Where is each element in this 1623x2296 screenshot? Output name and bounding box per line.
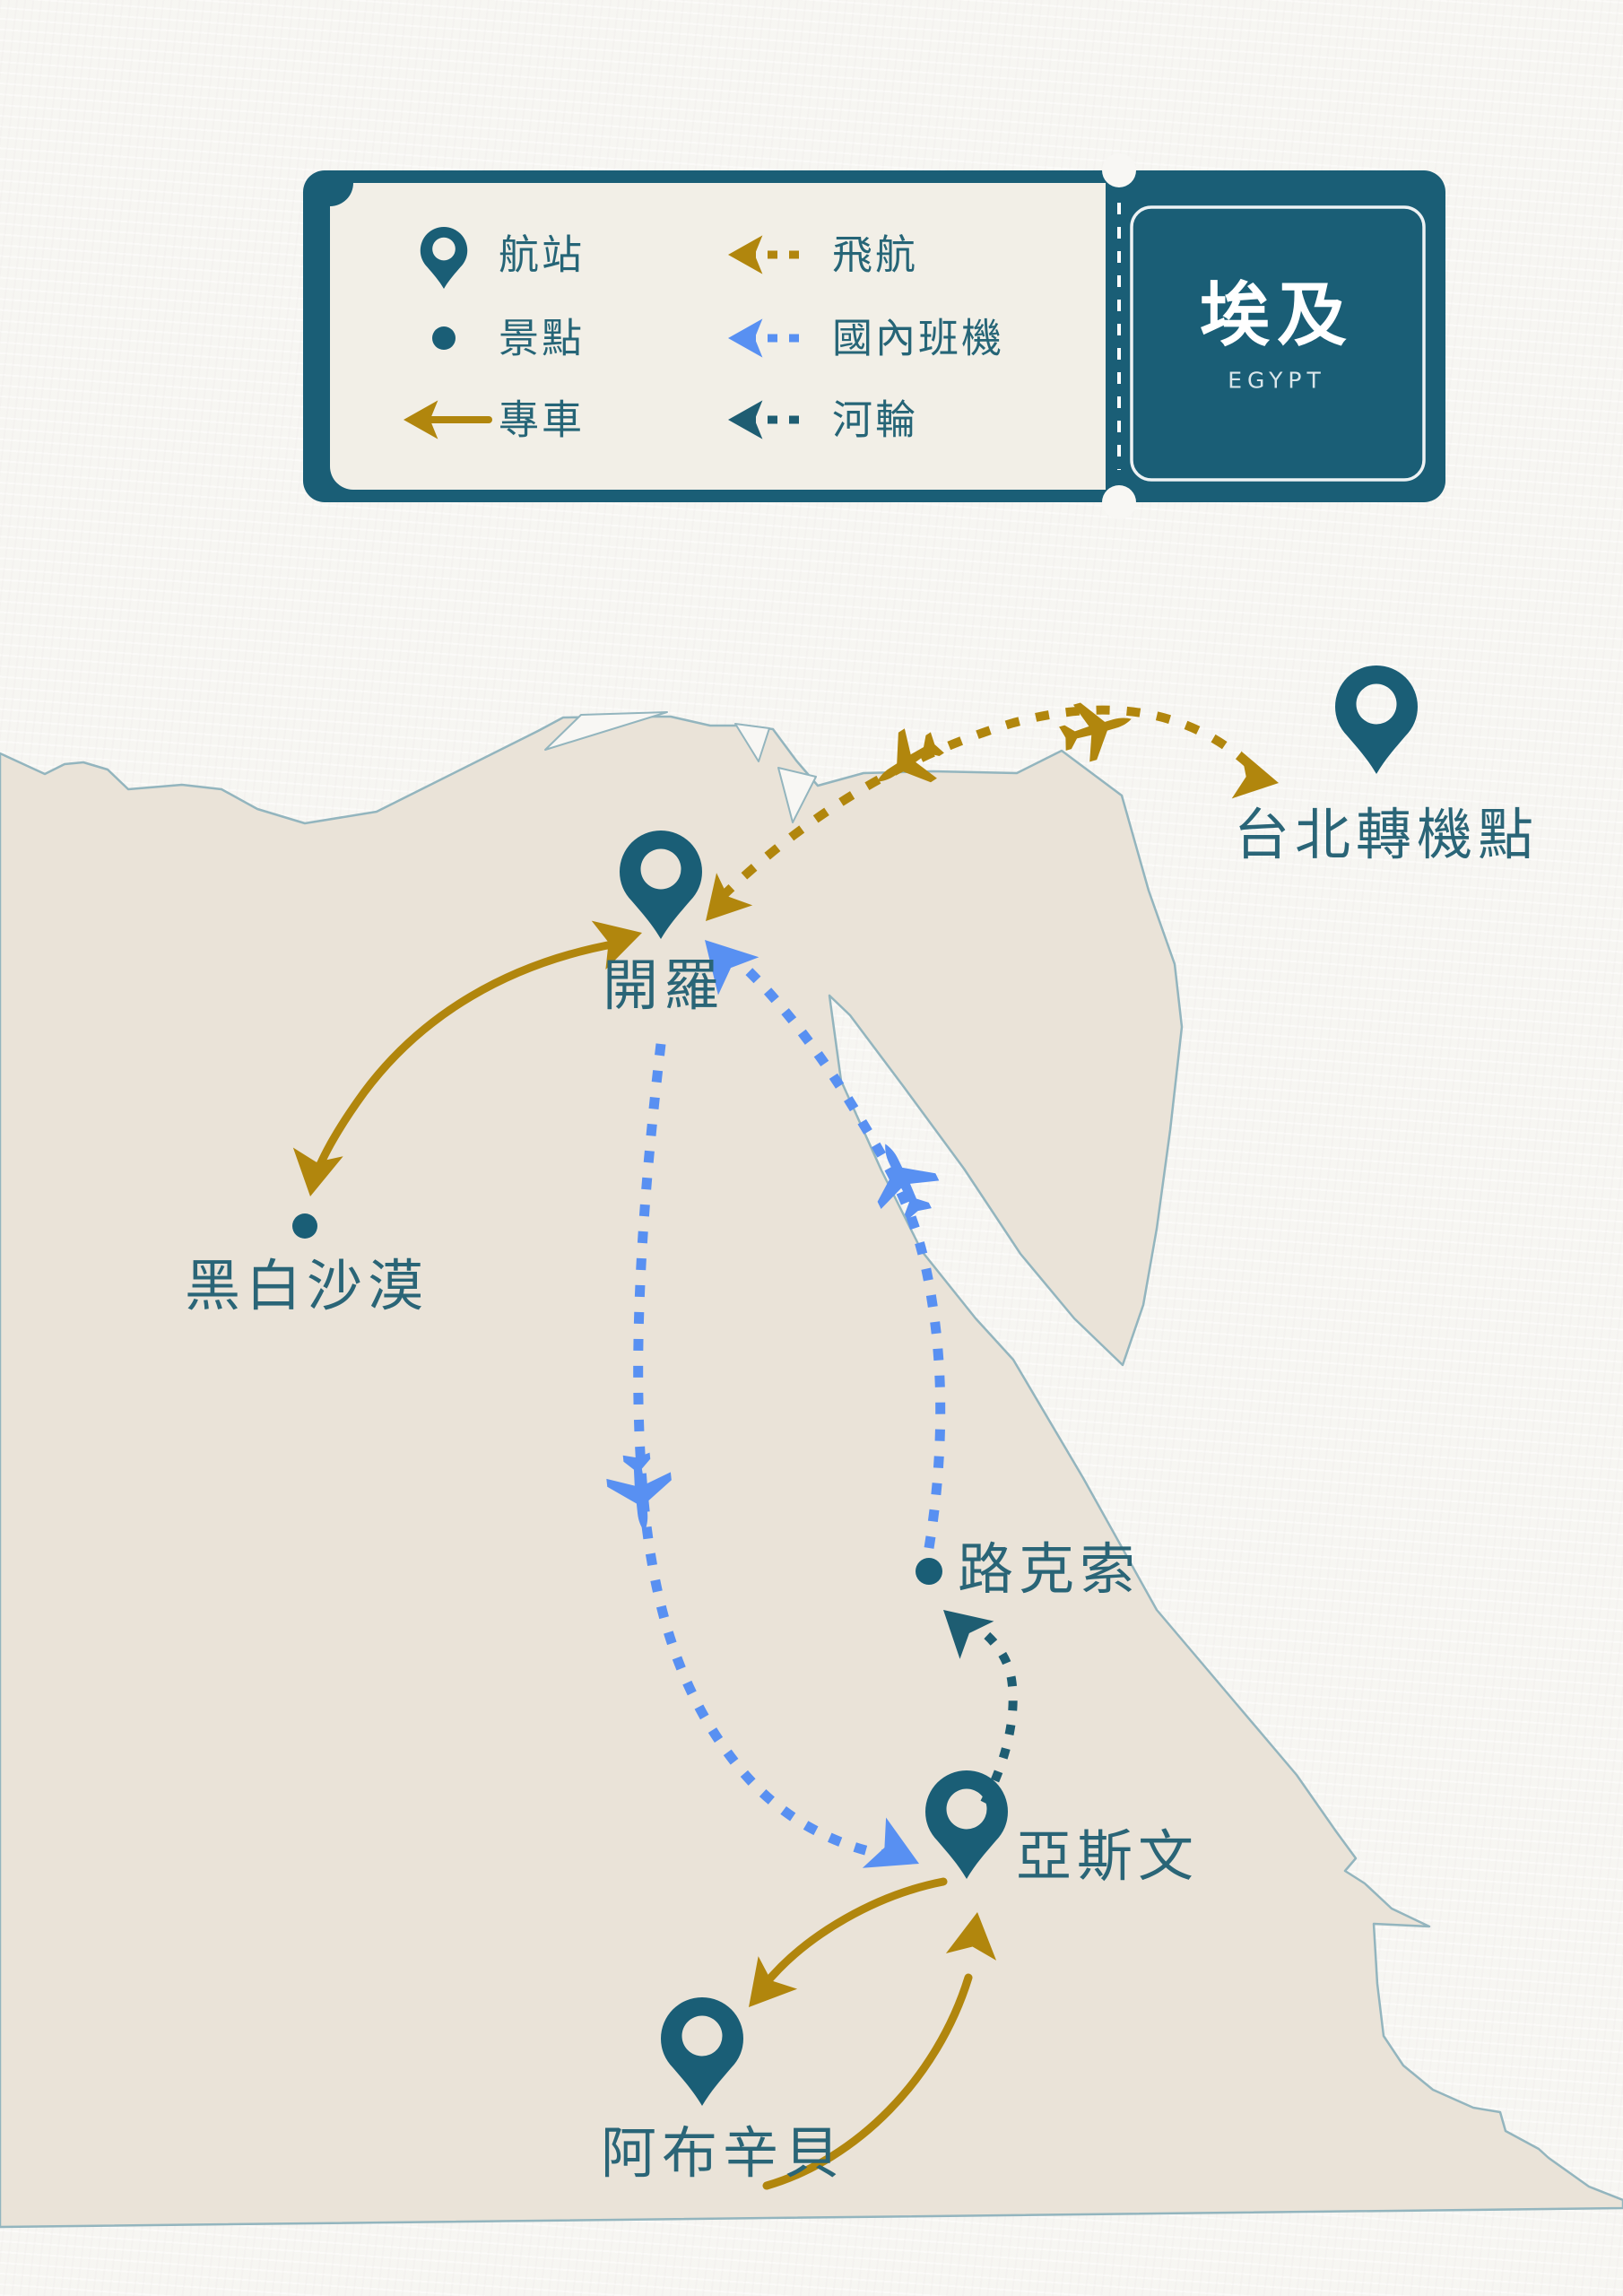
stub-country-subtitle: EGYPT: [1228, 367, 1326, 394]
legend-label-terminal: 航站: [499, 230, 586, 279]
label-luxor: 路克索: [958, 1536, 1141, 1602]
car-solid-path-outbound: [759, 1877, 948, 1990]
legend-dashed-arrow-cruise-icon: [728, 400, 809, 439]
label-cairo: 開羅: [602, 952, 725, 1018]
ticket-legend-panel: [330, 183, 1106, 490]
location-pin-taipei: [1335, 665, 1418, 774]
car-solid-path-return: [762, 1973, 973, 2190]
route-car-aswan-abusimbel: [729, 1877, 1003, 2190]
legend-label-spot: 景點: [499, 314, 586, 362]
egypt-landmass: [0, 711, 1623, 2229]
route-international-flight: [687, 690, 1284, 938]
route-car-cairo-desert: [285, 908, 649, 1201]
label-aswan: 亞斯文: [1016, 1823, 1200, 1889]
label-black-white-desert: 黑白沙漠: [184, 1253, 430, 1318]
ticket-notch-top: [1102, 153, 1136, 187]
poi-dot-luxor: [916, 1558, 942, 1585]
legend-solid-arrow-icon: [404, 400, 492, 439]
route-cruise-aswan-luxor: [926, 1590, 1018, 1805]
stub-country-title: 埃及: [1199, 275, 1355, 356]
legend-label-cruise: 河輪: [832, 396, 919, 444]
legend-dashed-arrow-flight-icon: [728, 235, 809, 274]
cruise-dashed-path: [957, 1613, 1018, 1805]
legend-label-flight: 飛航: [832, 230, 919, 279]
label-abu-simbel: 阿布辛貝: [600, 2120, 846, 2186]
delta-lagoon-west: [544, 711, 668, 751]
car-solid-path: [309, 939, 621, 1187]
label-taipei-transfer: 台北轉機點: [1233, 802, 1540, 867]
ticket-stub-inner-border: [1130, 205, 1426, 482]
route-domestic-luxor-cairo: [684, 920, 949, 1549]
legend-dashed-arrow-domestic-icon: [728, 318, 809, 358]
domestic-flight-dashed-path: [741, 963, 946, 1549]
domestic-flight-dashed-path: [633, 1043, 894, 1862]
ticket-notch-bottom: [1102, 485, 1136, 519]
legend-ticket: [303, 153, 1445, 519]
delta-lagoon-east: [734, 723, 770, 762]
suez-canal-notch: [777, 767, 817, 823]
legend-dot-icon: [432, 326, 456, 350]
mainland-and-sinai-shape: [0, 715, 1623, 2229]
legend-label-car: 專車: [499, 396, 586, 444]
international-flight-dashed-path: [718, 705, 1261, 900]
legend-label-domestic-flight: 國內班機: [832, 314, 1005, 362]
poi-dot-desert: [292, 1213, 317, 1239]
route-domestic-cairo-aswan: [603, 1043, 932, 1890]
